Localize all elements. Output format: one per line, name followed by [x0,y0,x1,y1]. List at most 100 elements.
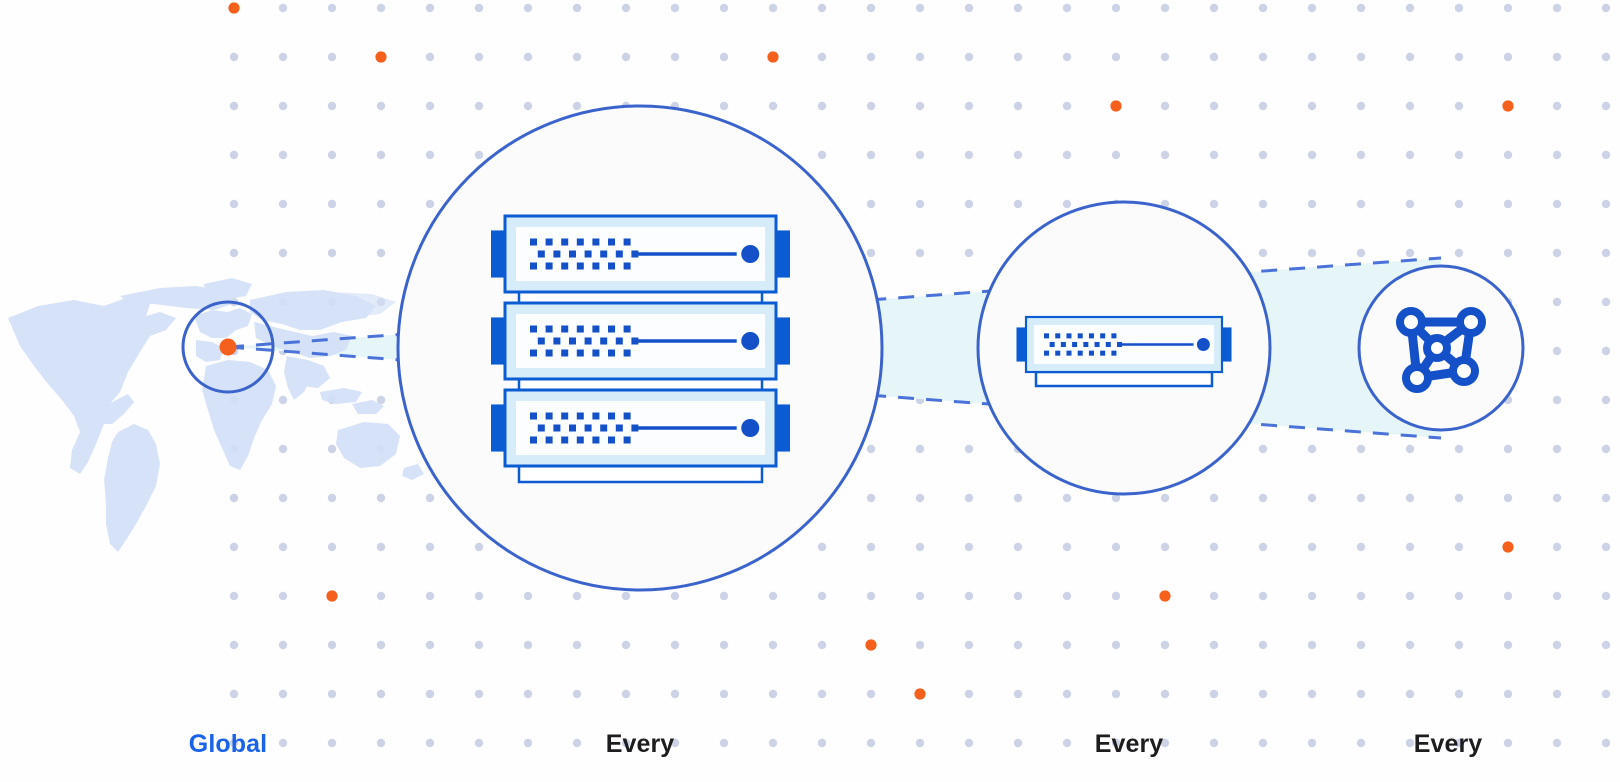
network-nodes-icon [1396,307,1486,393]
grid-dot [1013,3,1023,13]
grid-dot [1258,591,1268,601]
server-led [561,412,569,420]
grid-dot [1454,101,1464,111]
grid-dot [1209,591,1219,601]
grid-dot [425,591,435,601]
grid-dot [1307,101,1317,111]
server-led [608,412,615,420]
server-led [545,262,553,270]
server-led [584,337,592,345]
grid-dot [1013,591,1023,601]
server-led [1088,350,1094,356]
server-led [592,238,600,246]
server-led [1044,350,1050,356]
server-status-dot [741,245,760,263]
grid-dot [376,199,386,209]
grid-dot [1062,493,1072,503]
grid-dot [327,248,337,258]
grid-dot [1209,640,1219,650]
grid-dot [1454,248,1464,258]
server-ear-right [774,404,790,452]
server-led [600,424,608,432]
grid-dot [866,542,876,552]
grid-dot [1258,493,1268,503]
grid-dot [1601,542,1611,552]
server-led [530,349,537,357]
grid-dot [425,101,435,111]
grid-dot [572,738,582,748]
server-led [530,325,537,333]
grid-dot [1160,542,1170,552]
grid-dot [1356,101,1366,111]
server-led [1049,341,1055,348]
grid-dot [1405,248,1415,258]
grid-dot [1111,52,1121,62]
grid-dot [1552,150,1562,160]
rack-spacer [517,377,764,392]
grid-dot [327,444,337,454]
server-led [592,262,600,270]
grid-dot [1552,199,1562,209]
grid-dot [376,248,386,258]
grid-dot [1307,150,1317,160]
server-led [1111,350,1117,356]
server-led [623,262,631,270]
grid-dot [1013,150,1023,160]
grid-dot-accent [1502,541,1514,553]
server-led [615,424,623,432]
stage-server[interactable] [976,200,1272,496]
server-led [1100,333,1106,339]
rack-base [517,464,764,484]
stage-service[interactable] [1357,264,1525,432]
grid-dot [1503,591,1513,601]
grid-dot [474,3,484,13]
grid-dot [327,150,337,160]
server-led [584,424,592,432]
grid-dot [1258,3,1268,13]
grid-dot [1454,738,1464,748]
grid-dot [523,591,533,601]
server-led [553,424,561,432]
server-led [615,337,623,345]
grid-dot [1209,3,1219,13]
grid-dot [1454,640,1464,650]
grid-dot [964,493,974,503]
stage-global-network[interactable] [181,300,275,394]
server-led [576,412,584,420]
server-led [537,250,545,258]
server-led [1100,350,1106,356]
stage-data-center[interactable] [396,104,884,592]
grid-dot [1454,150,1464,160]
grid-dot [1111,3,1121,13]
grid-dot [866,248,876,258]
single-server-icon [1016,315,1232,388]
grid-dot-accent [914,688,926,700]
grid-dot [621,3,631,13]
server-led-matrix [530,238,639,270]
grid-dot [1552,52,1562,62]
grid-dot [1601,3,1611,13]
grid-dot [1111,738,1121,748]
grid-dot-accent [375,51,387,63]
grid-dot [1405,738,1415,748]
server-led-matrix [530,412,639,444]
grid-dot [1503,52,1513,62]
server-ear-left [491,404,507,452]
server-led [569,337,576,345]
grid-dot [915,493,925,503]
grid-dot [1601,346,1611,356]
grid-dot [1062,101,1072,111]
global-network-location-dot [219,338,237,356]
grid-dot [1454,493,1464,503]
grid-dot [1307,199,1317,209]
server-led [576,436,584,444]
server-led [553,337,561,345]
grid-dot [1160,493,1170,503]
server-unit [491,301,790,381]
server-led [623,436,631,444]
network-node-center [1423,334,1451,362]
grid-dot [1258,101,1268,111]
grid-dot [1601,640,1611,650]
grid-dot [964,52,974,62]
